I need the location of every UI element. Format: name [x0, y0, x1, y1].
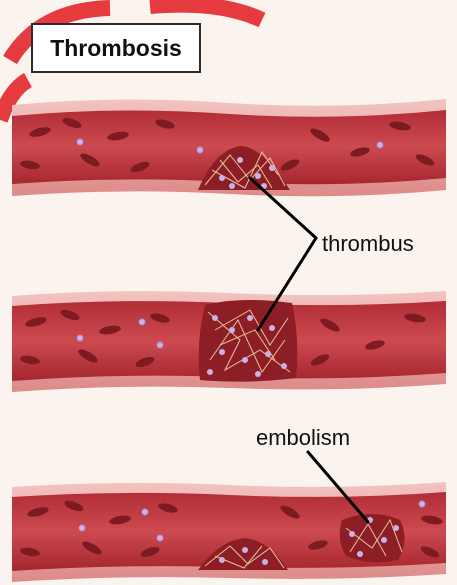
blood-vessel-thrombus	[12, 291, 446, 392]
blood-vessel-embolism	[12, 482, 446, 582]
embolus	[340, 514, 405, 562]
thrombus-label: thrombus	[322, 231, 414, 257]
embolism-label: embolism	[256, 425, 350, 451]
blood-vessel-normal	[12, 99, 446, 196]
diagram-title: Thrombosis	[31, 23, 201, 73]
thrombus-clot	[199, 300, 298, 382]
